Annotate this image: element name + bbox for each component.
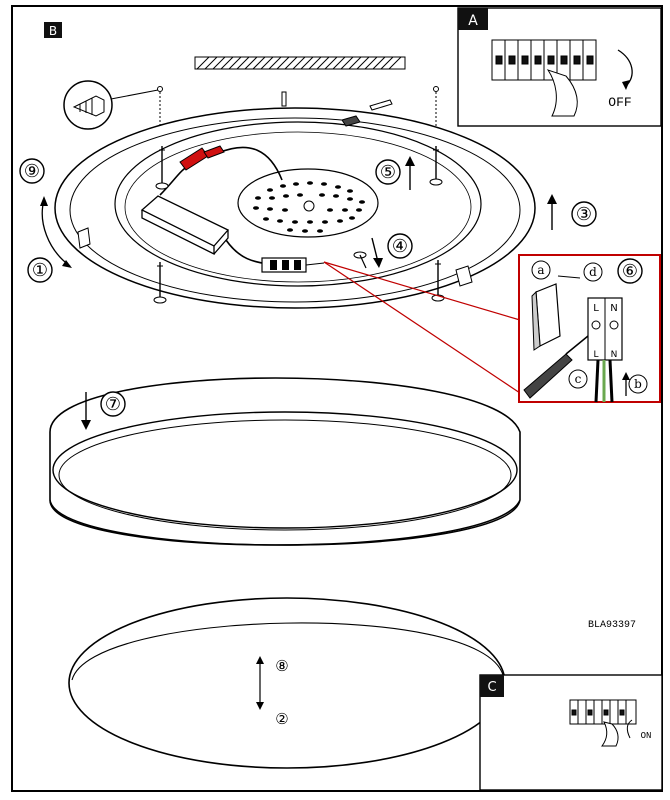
step-4: ④ xyxy=(387,233,413,259)
rim-clips xyxy=(77,115,473,287)
off-label: OFF xyxy=(608,95,631,110)
led-module-disc xyxy=(237,168,379,238)
step-2: ② xyxy=(275,710,288,728)
label-a: a xyxy=(537,263,544,277)
callout-label-b: b xyxy=(628,374,648,394)
screwdriver-icon xyxy=(523,353,573,399)
step-6: ⑥ xyxy=(617,258,643,284)
inset-a-letter: A xyxy=(468,13,478,29)
step-1-number: ① xyxy=(32,260,48,281)
terminal-l-bottom: L xyxy=(593,350,598,360)
arrowhead-icon xyxy=(62,260,72,268)
step-3-number: ③ xyxy=(576,204,592,225)
step-8-number: ⑧ xyxy=(275,657,288,675)
breaker-row-icon xyxy=(569,699,637,725)
step-9-number: ⑨ xyxy=(24,161,40,182)
screw-icon xyxy=(155,146,169,190)
inset-a-panel: A OFF xyxy=(457,7,662,127)
mounting-screws xyxy=(153,146,445,304)
step-8: ⑧ xyxy=(275,657,288,675)
lamp-shade xyxy=(49,377,521,546)
led-driver xyxy=(140,195,230,256)
arrowhead-icon xyxy=(547,194,557,204)
wall-plug-detail xyxy=(63,80,439,130)
step-6-number: ⑥ xyxy=(622,261,638,282)
step-5-number: ⑤ xyxy=(380,162,396,183)
curved-arrow-icon xyxy=(626,719,633,739)
callout-label-d: d xyxy=(583,262,603,282)
label-c: c xyxy=(575,372,582,386)
model-code: BLA93397 xyxy=(588,620,636,631)
step-2-number: ② xyxy=(275,710,288,728)
step-7-number: ⑦ xyxy=(105,394,121,415)
ceiling-bracket xyxy=(159,91,437,140)
label-b: b xyxy=(634,377,642,391)
terminal-n-bottom: N xyxy=(611,350,618,360)
arrowhead-icon xyxy=(405,156,415,166)
terminal-block xyxy=(261,257,325,273)
red-connector xyxy=(179,145,225,171)
step-4-number: ④ xyxy=(392,236,408,257)
arrowhead-icon xyxy=(40,196,48,206)
screw-icon xyxy=(153,262,167,304)
screw-icon xyxy=(431,260,445,302)
step-3: ③ xyxy=(571,201,597,227)
label-d: d xyxy=(589,265,597,279)
callout-leader xyxy=(323,261,521,394)
on-label: ON xyxy=(641,731,652,741)
rotate-arrow-icon xyxy=(41,199,71,267)
wiring-callout: ⑥ a d c b L N L N xyxy=(518,254,661,403)
step-1: ① xyxy=(27,257,53,283)
ceiling-hatch xyxy=(194,56,406,70)
mains-cable xyxy=(594,359,614,403)
hand-icon xyxy=(601,721,619,747)
page-frame xyxy=(11,5,663,792)
hand-icon xyxy=(546,69,578,117)
inset-c-panel: C ON xyxy=(479,674,663,791)
breaker-row-icon xyxy=(491,39,597,81)
step-9: ⑨ xyxy=(19,158,45,184)
screw-icon xyxy=(353,251,367,269)
terminal-n-label: N xyxy=(610,303,617,314)
panel-b-badge: B xyxy=(44,22,62,38)
step-5: ⑤ xyxy=(375,159,401,185)
arrowhead-icon xyxy=(81,420,91,430)
arrow-icon xyxy=(557,275,581,279)
screw-icon xyxy=(429,146,443,186)
terminal-l-label: L xyxy=(593,303,599,314)
callout-label-a: a xyxy=(531,260,551,280)
arrowhead-icon xyxy=(373,258,383,268)
inset-c-letter: C xyxy=(487,680,496,695)
callout-label-c: c xyxy=(568,369,588,389)
panel-b-letter: B xyxy=(49,24,57,38)
step-7: ⑦ xyxy=(100,391,126,417)
diffuser-cover xyxy=(68,597,506,769)
